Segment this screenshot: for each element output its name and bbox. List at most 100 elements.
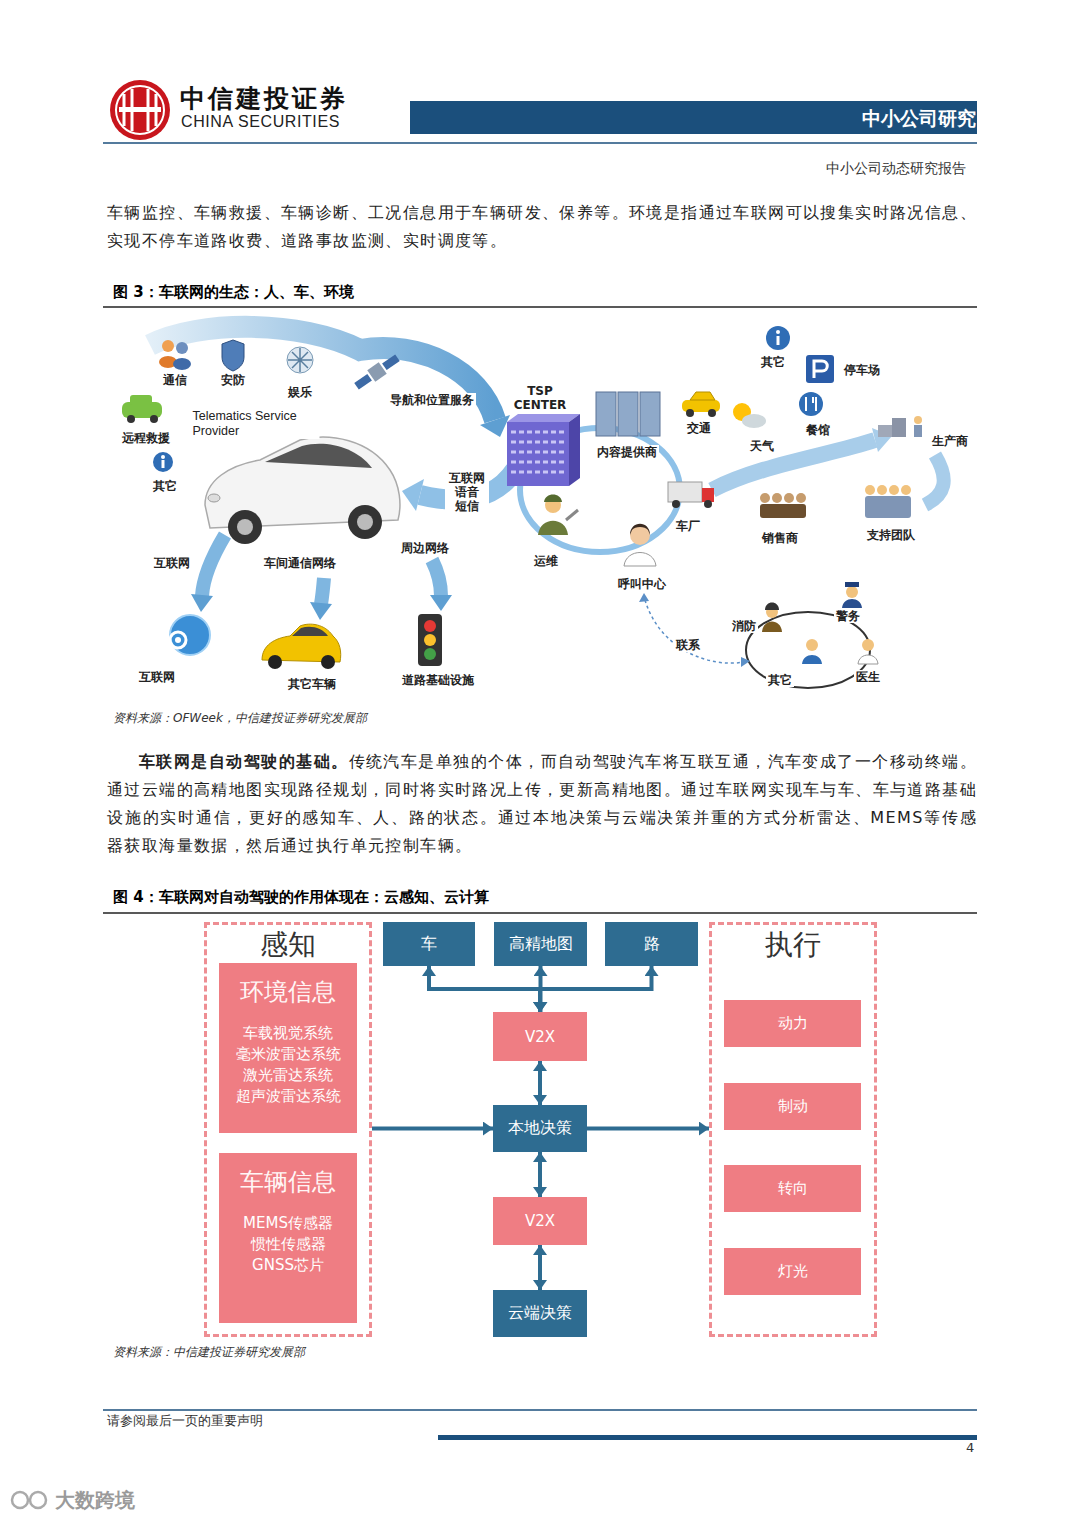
connector-arrow [538,1061,542,1105]
building-windows [511,432,566,472]
decision-box: 云端决策 [493,1290,587,1337]
icon-label: 消防 [730,619,758,633]
network-icon [287,347,313,373]
person-icon [760,504,806,518]
firefighter-icon [762,622,782,633]
person-icon [914,416,922,424]
dashed-group-box: 感知环境信息车载视觉系统 毫米波雷达系统 激光雷达系统 超声波雷达系统车辆信息M… [204,922,372,1337]
person-icon [901,485,911,495]
figure-rule [103,306,977,308]
box-label: V2X [525,1028,555,1046]
icon-label: 其它 [759,355,787,369]
server-icon [596,392,616,436]
icon-label: 销售商 [760,531,800,545]
box-label: 动力 [778,1014,808,1033]
engineer-icon [544,495,562,503]
engineer-icon [538,521,568,535]
icon-label: 导航和位置服务 [388,393,476,407]
factory-icon [892,418,906,437]
connector-arrow [538,1152,542,1197]
flow-arrowhead [480,415,510,437]
link-box: V2X [493,1197,587,1245]
box-body: 车载视觉系统 毫米波雷达系统 激光雷达系统 超声波雷达系统 [225,1023,351,1107]
flow-arrowhead [402,479,424,511]
icon-label: 其它 [151,479,179,493]
box-label: 灯光 [778,1262,808,1281]
decision-box: 本地决策 [493,1105,587,1152]
figure-title: 图 3：车联网的生态：人、车、环境 [113,283,354,301]
watermark-icon [12,1492,28,1508]
firefighter-icon [765,603,779,611]
at-sign-icon [175,637,181,643]
box-label: 感知 [207,925,369,963]
figure-title: 图 4：车联网对自动驾驶的作用体现在：云感知、云计算 [113,888,489,906]
signal-lamp [424,634,436,646]
flow-band [925,455,944,505]
car-window [265,444,372,468]
server-icon [640,392,660,436]
actuator-box: 转向 [724,1165,861,1212]
source-note: 资料来源：OFWeek，中信建投证券研究发展部 [113,711,367,726]
flow-band [150,327,495,420]
box-label: 本地决策 [508,1118,572,1139]
icon-label: 车厂 [674,519,702,533]
satellite-icon [382,354,400,370]
source-note: 资料来源：中信建投证券研究发展部 [113,1345,305,1360]
icon-label: 生产商 [930,434,970,448]
box-label: 转向 [778,1179,808,1198]
link-arrowhead [639,593,649,602]
network-icon [288,348,312,372]
header-band [410,101,977,134]
footer-band [438,1435,977,1440]
person-icon [784,493,794,503]
connector-arrow [587,1127,709,1131]
wheel [672,500,680,508]
figure-rule [103,912,977,914]
actuator-box: 制动 [724,1083,861,1130]
box-heading: 环境信息 [240,977,336,1007]
person-icon [760,493,770,503]
person-icon [176,342,188,354]
factory-icon [878,425,892,437]
icon-label: 安防 [219,373,247,387]
person-icon [865,485,875,495]
brand-name: 中信建投证券 [180,84,348,114]
report-type: 中小公司动态研究报告 [826,159,966,177]
icon-label: 支持团队 [865,528,917,542]
person-icon [865,496,911,518]
body-paragraph: 车辆监控、车辆救援、车辆诊断、工况信息用于车辆研发、保养等。环境是指通过车联网可… [107,199,977,255]
icon-label: TSP CENTER [506,384,574,412]
rescue-car-icon [130,395,152,405]
person-icon [889,485,899,495]
wheel [357,514,373,530]
footer-note: 请参阅最后一页的重要声明 [107,1413,263,1429]
logo-crossbar [119,107,161,112]
icon-label: 互联网 语音 短信 [445,471,489,513]
parking-icon [814,361,827,378]
icon-label: 内容提供商 [595,445,659,459]
person-icon [806,639,818,651]
icon-label: 餐馆 [804,423,832,437]
box-label: 路 [644,934,660,955]
parking-icon [806,355,834,383]
brand-name-en: CHINA SECURITIES [181,112,340,132]
icon-label: 天气 [748,439,776,453]
info-icon [161,455,165,459]
body-paragraph: 车联网是自动驾驶的基础。传统汽车是单独的个体，而自动驾驶汽车将互联互通，汽车变成… [107,748,977,860]
person-icon [772,493,782,503]
link-arrowhead [741,657,750,667]
icon-label: 车间通信网络 [262,556,338,570]
icon-label: 呼叫中心 [616,577,668,591]
flow-band [432,560,441,596]
headlight [208,494,220,502]
dashed-group-box: 执行动力制动转向灯光 [709,922,877,1337]
doctor-icon [862,639,874,651]
actuator-box: 动力 [724,1000,861,1047]
tsp-building [507,422,569,486]
icon-label: 停车场 [842,363,882,377]
box-label: 制动 [778,1097,808,1116]
wheel [321,655,335,669]
flow-band [321,578,324,604]
link-box: V2X [493,1012,587,1061]
wheel [704,500,712,508]
